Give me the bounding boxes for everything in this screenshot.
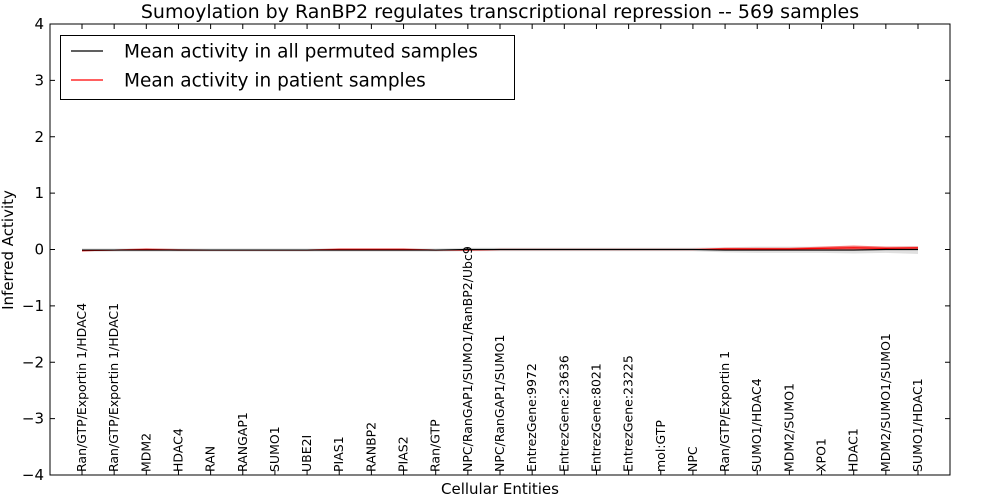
x-tick-label: UBE2I xyxy=(299,435,314,472)
x-tick-label: Ran/GTP/Exportin 1/HDAC4 xyxy=(74,303,89,472)
y-tick-label: 1 xyxy=(34,184,44,202)
x-tick-label: NPC xyxy=(685,446,700,472)
x-tick-label: Ran/GTP/Exportin 1 xyxy=(717,351,732,472)
chart-title: Sumoylation by RanBP2 regulates transcri… xyxy=(141,1,859,23)
x-tick-label: XPO1 xyxy=(814,438,829,472)
y-tick-label: −4 xyxy=(22,466,44,484)
x-tick-label: EntrezGene:9972 xyxy=(524,363,539,472)
x-tick-label: Ran/GTP xyxy=(428,419,443,472)
legend-label-permuted: Mean activity in all permuted samples xyxy=(124,42,478,63)
x-tick-label: PIAS2 xyxy=(396,436,411,472)
x-axis-label: Cellular Entities xyxy=(441,480,559,498)
x-tick-label: EntrezGene:8021 xyxy=(588,363,603,472)
x-tick-label: HDAC1 xyxy=(846,428,861,472)
x-tick-label: mol:GTP xyxy=(653,420,668,472)
x-tick-label: SUMO1/HDAC1 xyxy=(910,378,925,472)
x-tick-label: Ran/GTP/Exportin 1/HDAC1 xyxy=(106,303,121,472)
x-tick-label: RAN xyxy=(203,446,218,472)
x-tick-label: EntrezGene:23225 xyxy=(621,355,636,472)
x-tick-label: NPC/RanGAP1/SUMO1 xyxy=(492,335,507,472)
y-tick-label: −1 xyxy=(22,297,44,315)
y-tick-label: 0 xyxy=(34,241,44,259)
y-tick-label: 2 xyxy=(34,128,44,146)
x-tick-label: RANBP2 xyxy=(363,422,378,472)
x-tick-label: EntrezGene:23636 xyxy=(556,355,571,472)
y-tick-label: −2 xyxy=(22,353,44,371)
legend-label-patient: Mean activity in patient samples xyxy=(124,71,426,92)
y-axis-label: Inferred Activity xyxy=(0,190,17,310)
legend: Mean activity in all permuted samples Me… xyxy=(60,35,515,100)
x-tick-label: MDM2/SUMO1/SUMO1 xyxy=(878,333,893,472)
plot-area-frame xyxy=(49,23,951,476)
x-tick-label: SUMO1 xyxy=(267,426,282,472)
x-tick-label: NPC/RanGAP1/SUMO1/RanBP2/Ubc9 xyxy=(460,246,475,472)
series-line-permuted xyxy=(82,248,918,251)
legend-box xyxy=(60,35,515,100)
y-tick-label: −3 xyxy=(22,410,44,428)
x-tick-label: PIAS1 xyxy=(331,436,346,472)
x-tick-label: RANGAP1 xyxy=(235,412,250,472)
x-tick-label: SUMO1/HDAC4 xyxy=(749,378,764,472)
y-tick-label: 3 xyxy=(34,71,44,89)
x-tick-label: MDM2/SUMO1 xyxy=(781,383,796,472)
x-tick-label: HDAC4 xyxy=(170,428,185,472)
y-tick-label: 4 xyxy=(34,15,44,33)
x-tick-label: MDM2 xyxy=(138,433,153,472)
